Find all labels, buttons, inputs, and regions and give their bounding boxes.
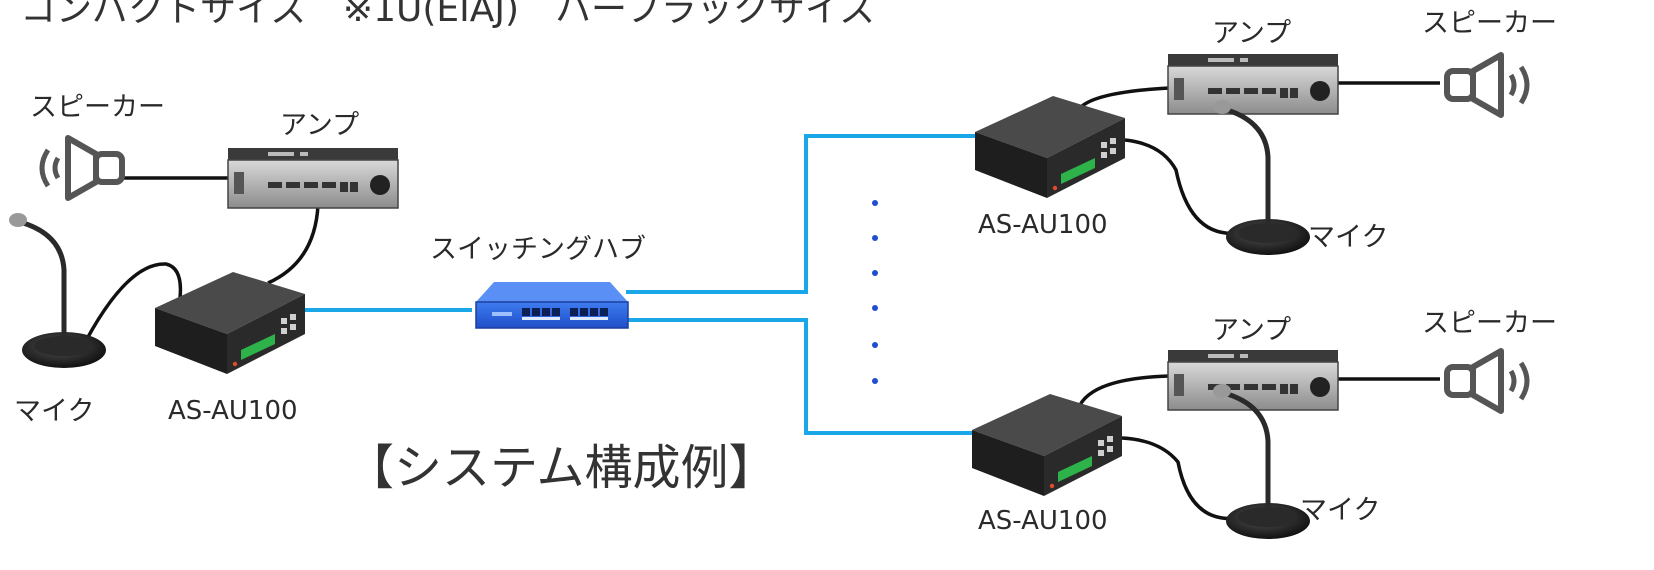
switching-hub bbox=[475, 282, 629, 329]
as-au100-device-left bbox=[155, 272, 305, 374]
system-example-title: 【システム構成例】 bbox=[346, 440, 777, 496]
header-caption: コンパクトサイズ ※1U(EIAJ) ハーフラックサイズ bbox=[20, 0, 876, 30]
amplifier-bottom bbox=[1167, 349, 1339, 411]
cable-left-amp-device bbox=[267, 204, 320, 285]
network-line-lower bbox=[626, 318, 976, 435]
cable-top-device-mic bbox=[1124, 138, 1239, 236]
microphone-left bbox=[9, 213, 106, 368]
cable-left-mic-device bbox=[78, 262, 183, 353]
device-label-left: AS-AU100 bbox=[168, 396, 298, 426]
amplifier-top bbox=[1167, 53, 1339, 115]
network-lines bbox=[302, 134, 976, 435]
as-au100-device-bottom bbox=[972, 394, 1122, 496]
ellipsis-dot bbox=[872, 200, 878, 206]
cable-bottom-device-amp bbox=[1078, 374, 1171, 406]
mic-label-top: マイク bbox=[1308, 222, 1389, 253]
mic-label-left: マイク bbox=[14, 396, 95, 427]
speaker-icon bbox=[42, 138, 122, 198]
device-label-bottom: AS-AU100 bbox=[978, 506, 1108, 536]
ellipsis-dot bbox=[872, 235, 878, 241]
amplifier-left bbox=[227, 147, 399, 209]
device-label-top: AS-AU100 bbox=[978, 210, 1108, 240]
amp-label-left: アンプ bbox=[280, 110, 360, 141]
speaker-label-bottom: スピーカー bbox=[1422, 308, 1557, 339]
as-au100-device-top bbox=[975, 96, 1125, 198]
amp-label-bottom: アンプ bbox=[1212, 315, 1292, 346]
hub-label: スイッチングハブ bbox=[430, 234, 646, 265]
network-line-upper bbox=[626, 134, 976, 294]
speaker-label-top: スピーカー bbox=[1422, 8, 1557, 39]
ellipsis-dot bbox=[872, 378, 878, 384]
audio-cables bbox=[78, 81, 1440, 521]
cable-bottom-device-mic bbox=[1121, 436, 1239, 521]
mic-label-bottom: マイク bbox=[1300, 495, 1381, 526]
ellipsis-dot bbox=[872, 270, 878, 276]
speaker-label-left: スピーカー bbox=[30, 92, 165, 123]
amp-label-top: アンプ bbox=[1212, 18, 1292, 49]
ellipsis-dot bbox=[872, 342, 878, 348]
speaker-icon bbox=[1447, 351, 1527, 411]
ellipsis-dots bbox=[872, 200, 878, 384]
speaker-icon bbox=[1447, 55, 1527, 115]
ellipsis-dot bbox=[872, 305, 878, 311]
cable-top-device-amp bbox=[1078, 86, 1171, 110]
